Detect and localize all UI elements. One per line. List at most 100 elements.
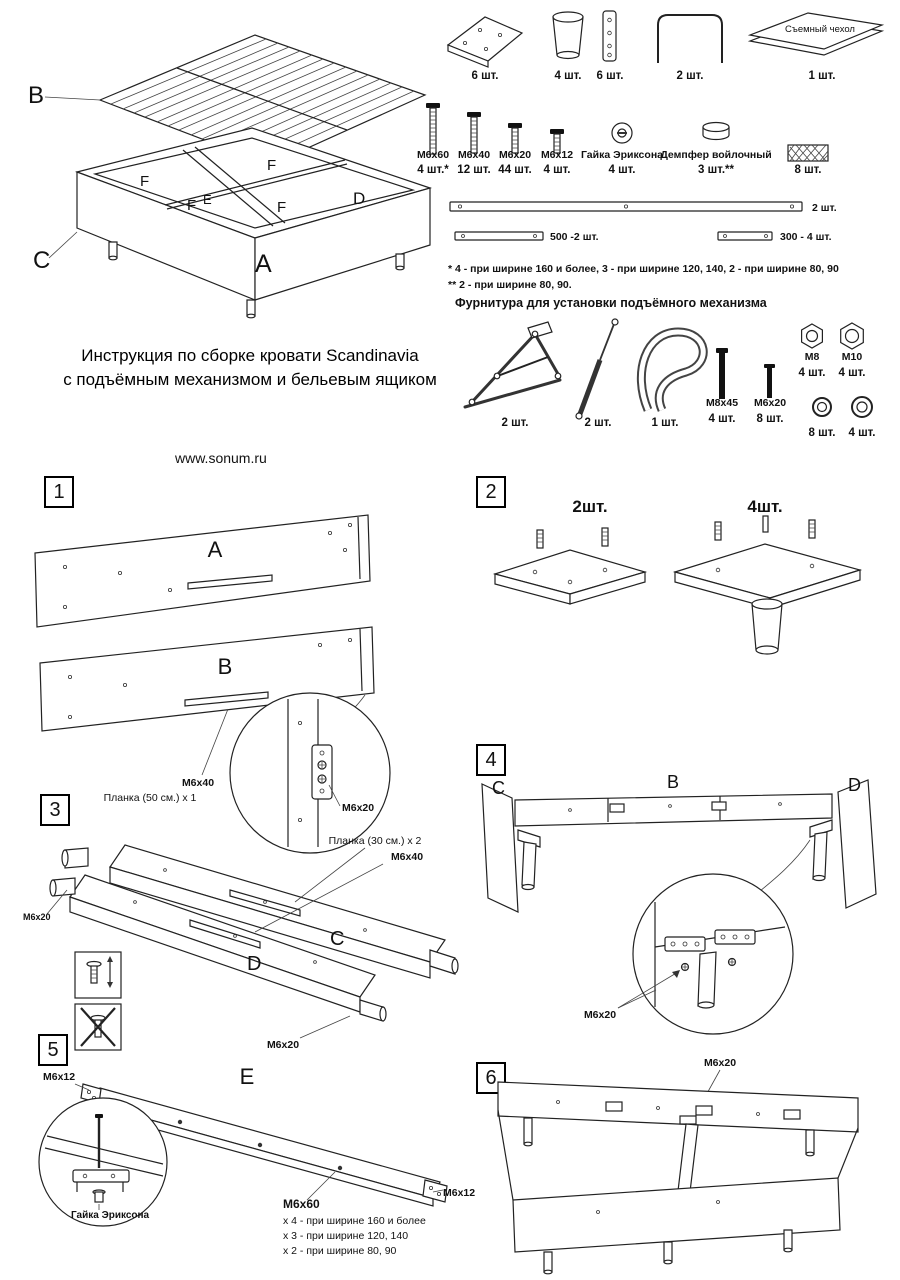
step4-label-c: C [492, 778, 505, 798]
felt-damper-label: Демпфер войлочный [660, 149, 771, 161]
bolt-m6x40-icon [467, 112, 481, 154]
panel-c-shape [61, 844, 459, 979]
overview-label-e: E [203, 192, 212, 207]
bolt-m6x12-icon [550, 129, 564, 154]
cover-icon [747, 12, 885, 56]
overview-label-b: B [28, 82, 44, 109]
step2-left-qty: 2шт. [572, 497, 607, 516]
step6-frame [497, 1081, 859, 1275]
step4-drawing: C B D М6х20 [481, 772, 877, 1035]
step4-label-b: B [667, 772, 679, 792]
bolt-m6x20-black-qty: 8 шт. [757, 413, 784, 425]
step-6-number: 6 [485, 1066, 497, 1089]
long-bar-qty: 2 шт. [812, 202, 837, 214]
erikson-nut-label: Гайка Эриксона [581, 149, 663, 161]
panel-b-shape [39, 626, 375, 732]
leg-qty: 4 шт. [555, 70, 582, 82]
overview-label-f3: F [187, 197, 196, 214]
step-2-number: 2 [485, 480, 497, 503]
bolt-m6x20-icon [508, 123, 522, 154]
bar-500-label: 500 -2 шт. [550, 231, 599, 243]
step3-m6x20-left-label: М6х20 [23, 912, 51, 922]
step-3-marker: 3 [40, 794, 70, 826]
nut-m8-icon [801, 323, 823, 349]
bar-300-label: 300 - 4 шт. [780, 231, 832, 243]
nut-m8-label: М8 [805, 351, 820, 363]
strap-qty: 1 шт. [652, 417, 679, 429]
mesh-pad-qty: 8 шт. [795, 164, 822, 176]
step5-label-e: E [240, 1064, 255, 1089]
step2-right-assembly [672, 515, 863, 655]
step-1-marker: 1 [44, 476, 74, 508]
step1-planka-label: Планка (50 см.) х 1 [104, 792, 197, 804]
parts-row1: 6 шт. 4 шт. 6 шт. 2 шт. Съемный чехол 1 … [446, 10, 885, 82]
bar-500-icon [454, 231, 544, 241]
bolt-m8x45-qty: 4 шт. [709, 413, 736, 425]
bolt-m6x12-qty: 4 шт. [544, 164, 571, 176]
step4-label-d: D [848, 775, 861, 795]
step5-detail-circle [38, 1097, 168, 1227]
gas-strut-icon [575, 318, 619, 420]
panel-a-shape [34, 514, 371, 628]
mounting-plate-qty: 6 шт. [597, 70, 624, 82]
bolt-m6x40-label: М6х40 [458, 149, 490, 161]
overview-label-f2: F [267, 157, 276, 174]
lift-hardware-title: Фурнитура для установки подъёмного механ… [455, 296, 767, 310]
washer-8-icon [812, 397, 832, 417]
step2-drawing: 2шт. 4шт. [492, 497, 863, 655]
erikson-nut-qty: 4 шт. [609, 164, 636, 176]
nut-m10-label: М10 [842, 351, 863, 363]
bolt-m6x20-qty: 44 шт. [498, 164, 531, 176]
step3-label-c: C [330, 928, 344, 950]
strap-icon [636, 327, 708, 412]
nut-m10-qty: 4 шт. [839, 367, 866, 379]
step3-m6x20-bottom-label: М6х20 [267, 1039, 299, 1051]
mounting-plate-icon [602, 10, 617, 62]
step-1-number: 1 [53, 480, 65, 503]
washer-8-qty: 8 шт. [809, 427, 836, 439]
long-bar-icon [449, 201, 803, 212]
overview-label-f1: F [140, 173, 149, 190]
bolts-row: М6х60 4 шт.* М6х40 12 шт. М6х20 44 шт. М… [417, 103, 829, 176]
bed-overview-drawing: B C A D E F F F F [28, 34, 433, 319]
bolt-m8x45-label: М8х45 [706, 397, 738, 409]
note-line2: ** 2 - при ширине 80, 90. [448, 279, 572, 291]
step5-nut-label: Гайка Эриксона [71, 1210, 150, 1221]
step1-label-a: A [208, 537, 223, 562]
bolt-m6x20-black-label: М6х20 [754, 397, 786, 409]
website-url: www.sonum.ru [175, 450, 267, 466]
bolt-m6x12-label: М6х12 [541, 149, 573, 161]
step1-m6x40-label: М6х40 [182, 777, 214, 789]
step-3-number: 3 [49, 798, 61, 821]
step4-detail-circle [632, 873, 794, 1035]
bolt-m6x40-qty: 12 шт. [457, 164, 490, 176]
lift-mechanism-icon [463, 321, 562, 409]
page-title-line1: Инструкция по сборке кровати Scandinavia [81, 346, 419, 365]
gas-strut-qty: 2 шт. [585, 417, 612, 429]
overview-label-c: C [33, 247, 50, 274]
step1-m6x20-label: М6х20 [342, 802, 374, 814]
step5-width-note2: х 3 - при ширине 120, 140 [283, 1230, 408, 1242]
bolt-m6x20-label: М6х20 [499, 149, 531, 161]
step4-frame [481, 779, 877, 913]
step5-drawing: E М6х12 Гайка Эриксона М6х60 х 4 - при ш… [38, 1064, 475, 1257]
step-2-marker: 2 [476, 476, 506, 508]
overview-label-a: A [255, 250, 272, 278]
page-title-line2: с подъёмным механизмом и бельевым ящиком [63, 370, 437, 389]
width-notes: * 4 - при ширине 160 и более, 3 - при ши… [448, 261, 839, 293]
lift-hardware-row: 2 шт. 2 шт. 1 шт. М8х45 4 шт. М6х20 8 шт… [463, 318, 876, 439]
step6-drawing: М6х20 [497, 1057, 859, 1275]
page-title: Инструкция по сборке кровати Scandinavia… [50, 344, 450, 392]
step-5-marker: 5 [38, 1034, 68, 1066]
step4-m6x20-label: М6х20 [584, 1009, 616, 1021]
step1-drawing: A B М6х40 Планка (50 см.) х 1 М6х20 [34, 514, 391, 854]
step5-m6x12-left-label: М6х12 [43, 1071, 75, 1083]
corner-bracket-icon [446, 16, 524, 68]
lift-mechanism-qty: 2 шт. [502, 417, 529, 429]
step2-right-qty: 4шт. [747, 497, 782, 516]
bolt-m6x60-icon [426, 103, 440, 155]
cover-label: Съемный чехол [785, 24, 855, 35]
u-bracket-icon [657, 14, 723, 63]
step5-width-note3: х 2 - при ширине 80, 90 [283, 1245, 397, 1257]
bar-300-icon [717, 231, 773, 241]
